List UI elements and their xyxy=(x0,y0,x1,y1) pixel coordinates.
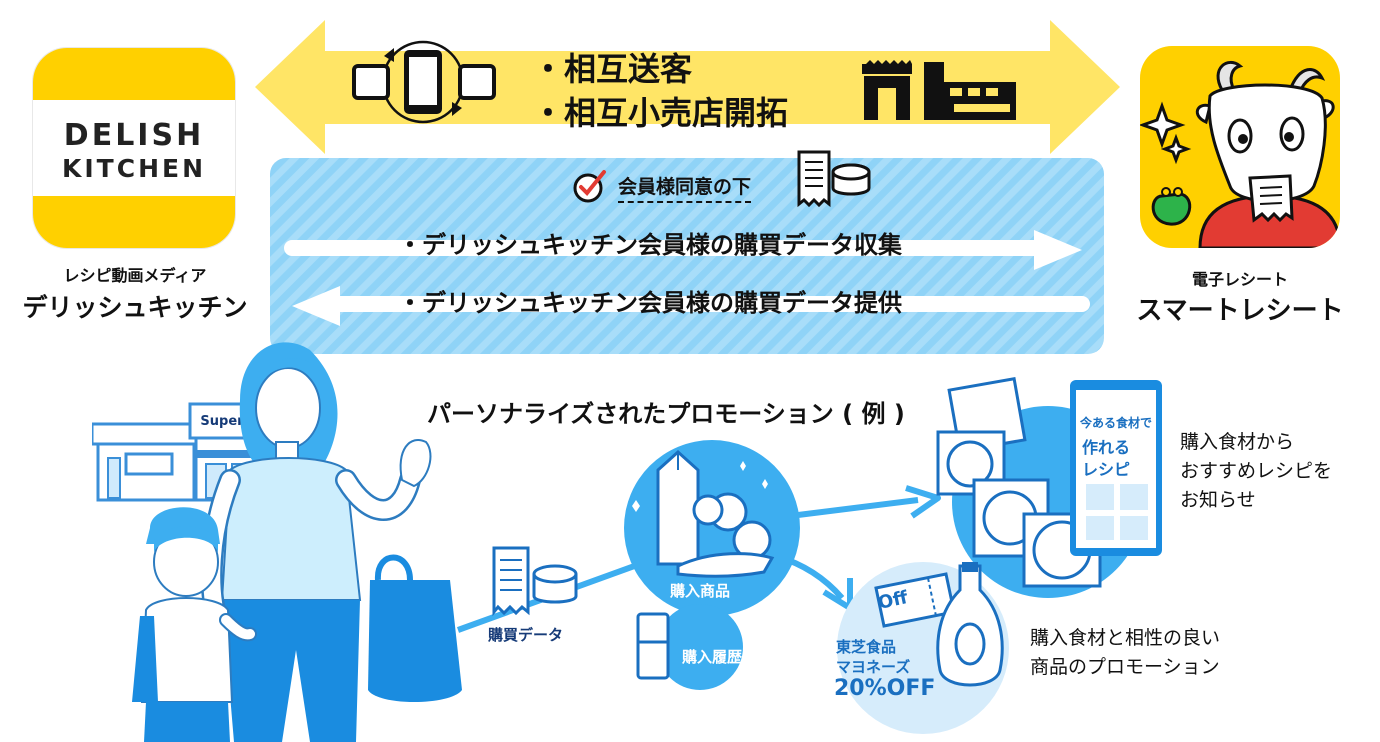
left-brand-title: デリッシュキッチン xyxy=(10,288,260,324)
coupon-product: マヨネーズ xyxy=(836,656,910,677)
left-brand-subtitle: レシピ動画メディア xyxy=(20,262,250,286)
collect-data-label: ・デリッシュキッチン会員様の購買データ収集 xyxy=(398,225,902,260)
promotion-title: パーソナライズされたプロモーション ( 例 ) xyxy=(427,394,905,429)
consent-label: 会員様同意の下 xyxy=(618,172,751,203)
device-sync-icon xyxy=(348,36,498,128)
logo-bottom-band xyxy=(33,196,235,248)
yellow-banner-line1: ・相互送客 xyxy=(532,44,692,90)
purchased-items-label: 購入商品 xyxy=(670,580,730,601)
logo-text-delish: DELISH xyxy=(33,118,235,153)
smart-receipt-logo xyxy=(1140,46,1340,248)
coupon-brand: 東芝食品 xyxy=(836,636,896,657)
provide-data-label: ・デリッシュキッチン会員様の購買データ提供 xyxy=(398,283,902,318)
consent-check-icon xyxy=(572,168,608,204)
delish-kitchen-logo: DELISH KITCHEN xyxy=(33,48,235,248)
purchase-history-label: 購入履歴 xyxy=(682,646,742,667)
receipt-database-icon xyxy=(795,150,875,208)
promotion-note: 購入食材と相性の良い 商品のプロモーション xyxy=(1030,624,1220,682)
right-brand-subtitle: 電子レシート xyxy=(1130,266,1350,290)
purchase-data-label: 購買データ xyxy=(488,624,563,645)
yellow-banner-line2: ・相互小売店開拓 xyxy=(532,88,788,134)
logo-top-band xyxy=(33,48,235,100)
recipe-phone-line3: レシピ xyxy=(1082,456,1130,480)
recipe-note: 購入食材から おすすめレシピを お知らせ xyxy=(1180,428,1332,515)
logo-text-kitchen: KITCHEN xyxy=(33,154,235,183)
recipe-phone-line2: 作れる xyxy=(1082,434,1130,458)
coupon-discount: 20%OFF xyxy=(834,676,935,701)
shoppers-illustration xyxy=(110,330,470,742)
goat-mascot-icon xyxy=(1140,46,1340,248)
right-brand-title: スマートレシート xyxy=(1120,290,1360,327)
retail-stores-icon xyxy=(860,60,1020,122)
purchase-data-icon xyxy=(490,546,580,618)
recipe-phone-line1: 今ある食材で xyxy=(1080,414,1152,431)
